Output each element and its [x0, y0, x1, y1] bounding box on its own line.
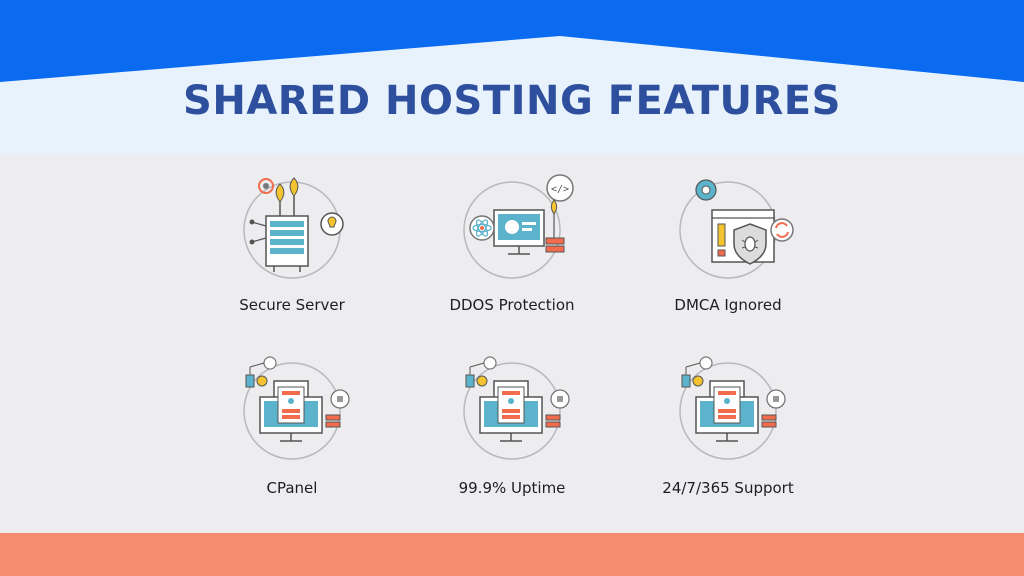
- page-title: SHARED HOSTING FEATURES: [183, 78, 841, 124]
- monitor-network-icon: [658, 353, 798, 463]
- feature-label: 99.9% Uptime: [458, 479, 566, 497]
- feature-label: 24/7/365 Support: [662, 479, 794, 497]
- shield-bug-gear-icon: [658, 172, 798, 282]
- svg-text:</>: </>: [551, 184, 569, 195]
- monitor-network-icon: [222, 353, 362, 463]
- feature-label: Secure Server: [239, 296, 345, 314]
- monitor-atom-code-icon: </>: [442, 172, 582, 282]
- server-plants-icon: [222, 172, 362, 282]
- feature-support: 24/7/365 Support: [618, 353, 838, 523]
- feature-uptime: 99.9% Uptime: [402, 353, 622, 523]
- monitor-network-icon: [442, 353, 582, 463]
- feature-cpanel: CPanel: [182, 353, 402, 523]
- banner-shape: [0, 0, 1024, 155]
- feature-label: DDOS Protection: [449, 296, 575, 314]
- feature-label: DMCA Ignored: [674, 296, 782, 314]
- header-banner: [0, 0, 1024, 155]
- footer-band: [0, 533, 1024, 576]
- feature-label: CPanel: [266, 479, 318, 497]
- feature-secure-server: Secure Server: [182, 172, 402, 342]
- feature-ddos-protection: </> DDOS Protection: [402, 172, 622, 342]
- feature-dmca-ignored: DMCA Ignored: [618, 172, 838, 342]
